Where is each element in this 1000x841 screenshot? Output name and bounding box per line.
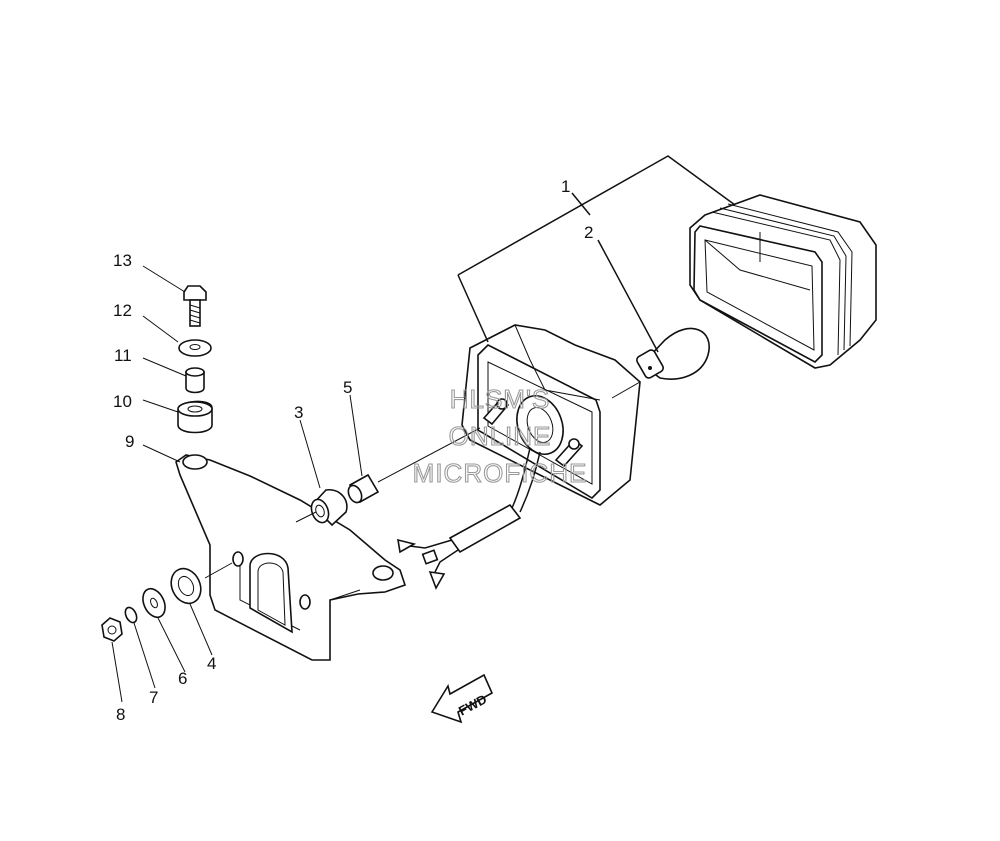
bolt[interactable] (183, 285, 207, 327)
collar[interactable] (346, 473, 380, 505)
label-3: 3 (294, 403, 303, 422)
watermark: HLSM'S ONLINE MICROFICHE (412, 383, 588, 488)
tail-light-housing[interactable] (461, 324, 641, 513)
leader-2 (597, 239, 659, 353)
wire-harness[interactable] (397, 503, 522, 590)
label-6: 6 (178, 669, 187, 688)
label-8: 8 (116, 705, 125, 724)
upper-washer[interactable] (178, 339, 212, 357)
leader-lines (111, 265, 363, 703)
label-13: 13 (113, 251, 132, 270)
grommet[interactable] (308, 489, 348, 527)
upper-collar[interactable] (185, 367, 205, 394)
label-11: 11 (114, 346, 132, 365)
axis-line-4 (204, 562, 233, 579)
label-7: 7 (149, 688, 158, 707)
bulb[interactable] (635, 327, 710, 380)
part-labels: 1 2 3 4 5 6 7 8 9 10 11 12 13 (113, 177, 593, 724)
axis-line-5 (377, 427, 481, 483)
axis-line-3 (295, 511, 317, 523)
label-9: 9 (125, 432, 134, 451)
label-5: 5 (343, 378, 352, 397)
damper[interactable] (166, 564, 207, 608)
lock-washer[interactable] (123, 606, 139, 625)
label-2: 2 (584, 223, 593, 242)
upper-grommet[interactable] (177, 400, 213, 434)
label-1: 1 (561, 177, 570, 196)
tail-light-lens[interactable] (689, 194, 877, 369)
watermark-line-3: MICROFICHE (413, 458, 588, 488)
washer[interactable] (139, 585, 170, 621)
fwd-arrow: FWD (430, 673, 494, 724)
mounting-bracket[interactable] (175, 454, 407, 661)
watermark-line-2: ONLINE (449, 421, 552, 451)
nut[interactable] (101, 617, 123, 642)
leader-1 (457, 155, 736, 276)
watermark-line-1: HLSM'S (450, 384, 551, 414)
label-12: 12 (113, 301, 132, 320)
leader-1-left (457, 274, 489, 343)
leader-1-up (571, 192, 591, 216)
label-10: 10 (113, 392, 132, 411)
label-4: 4 (207, 654, 216, 673)
